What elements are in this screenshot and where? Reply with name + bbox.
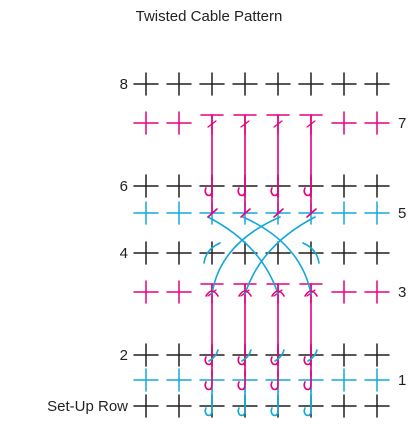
strand-hook xyxy=(204,371,213,391)
strand-hook xyxy=(270,177,279,197)
strand-hook xyxy=(270,371,279,391)
strand-cross-c xyxy=(207,216,279,295)
strand-hook xyxy=(303,371,312,391)
strand-arch xyxy=(238,290,252,297)
strand-hook xyxy=(303,346,312,366)
row-label-left: Set-Up Row xyxy=(47,398,128,415)
strand-tick xyxy=(240,208,251,218)
strand-arch xyxy=(205,290,219,297)
row-5: 5 xyxy=(133,201,406,225)
strand-hook xyxy=(237,397,246,417)
strand-tick xyxy=(307,349,318,362)
row-label-right: 5 xyxy=(398,205,406,222)
strand-cross-d xyxy=(242,216,312,295)
row-label-right: 7 xyxy=(398,115,406,132)
row-7: 7 xyxy=(133,111,406,135)
row-label-left: 6 xyxy=(120,178,128,195)
row-2: 2 xyxy=(120,343,390,367)
strand-tick xyxy=(274,349,285,362)
strand-tick xyxy=(208,349,219,362)
row-1: 1 xyxy=(133,368,406,392)
strand-hook xyxy=(237,346,246,366)
strand-tick xyxy=(306,208,317,218)
strand-tick xyxy=(207,208,218,218)
strand-hook xyxy=(270,397,279,417)
row-8: 8 xyxy=(120,72,390,96)
strand-cross-tail xyxy=(302,242,320,264)
row-label-right: 1 xyxy=(398,372,406,389)
row-label-left: 4 xyxy=(120,245,128,262)
strand-hook xyxy=(303,397,312,417)
strand-hook xyxy=(270,346,279,366)
strand-cross-tail xyxy=(203,242,221,264)
strand-tick xyxy=(273,208,284,218)
strand-cross-a xyxy=(211,216,281,295)
row-label-left: 2 xyxy=(120,347,128,364)
row-6: 6 xyxy=(120,174,390,198)
diagram-title: Twisted Cable Pattern xyxy=(135,8,283,25)
strand-hook xyxy=(204,346,213,366)
row-0: Set-Up Row xyxy=(47,394,390,418)
strand-hook xyxy=(303,177,312,197)
strand-hook xyxy=(204,397,213,417)
strand-cross-b xyxy=(244,216,316,295)
row-label-left: 8 xyxy=(120,76,128,93)
strand-arch xyxy=(304,290,318,297)
strand-tick xyxy=(241,349,252,362)
row-4: 4 xyxy=(120,241,390,265)
strand-arch xyxy=(271,290,285,297)
row-3: 3 xyxy=(133,280,406,304)
strand-hook xyxy=(237,177,246,197)
row-label-right: 3 xyxy=(398,284,406,301)
strand-hook xyxy=(237,371,246,391)
strand-hook xyxy=(204,177,213,197)
